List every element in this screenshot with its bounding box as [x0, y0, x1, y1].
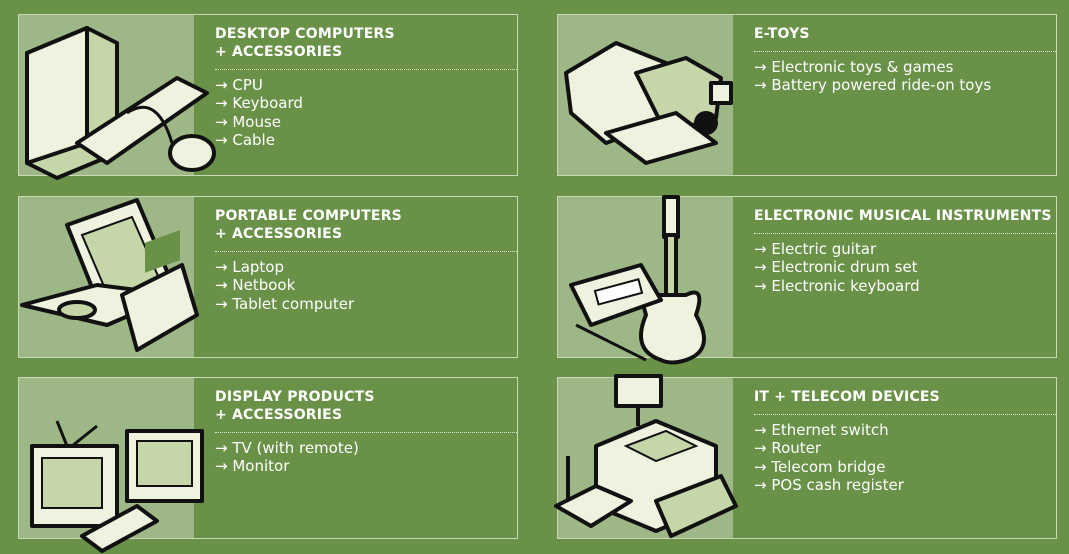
title-line: DESKTOP COMPUTERS [215, 26, 395, 42]
list-item: → Ethernet switch [754, 421, 1056, 439]
title-line: ELECTRONIC MUSICAL INSTRUMENTS [754, 208, 1052, 224]
item-label: Keyboard [232, 94, 303, 113]
item-label: Router [771, 439, 822, 458]
illustration [558, 195, 733, 365]
item-label: Laptop [232, 258, 285, 276]
arrow-icon: → [754, 76, 767, 95]
category-panel: DESKTOP COMPUTERS+ ACCESSORIES→ CPU→ Key… [18, 14, 518, 180]
arrow-icon: → [215, 258, 228, 276]
arrow-icon: → [754, 457, 767, 476]
item-label: CPU [232, 76, 263, 94]
guitar-icon [569, 195, 706, 365]
item-label: Telecom bridge [771, 457, 886, 476]
illustration [558, 15, 733, 175]
arrow-icon: → [754, 421, 767, 439]
arrow-icon: → [215, 276, 228, 295]
title-line: + ACCESSORIES [215, 407, 343, 423]
panel-text: IT + TELECOM DEVICES→ Ethernet switch→ R… [754, 388, 1056, 494]
list-item: → Electric guitar [754, 240, 1056, 258]
arrow-icon: → [215, 439, 228, 457]
laptop-icon [20, 198, 199, 352]
item-label: Battery powered ride-on toys [771, 76, 992, 95]
illustration [19, 15, 216, 180]
item-label: TV (with remote) [232, 439, 359, 457]
panel-text: DISPLAY PRODUCTS + ACCESSORIES → TV (with … [215, 388, 517, 476]
list-item: → Keyboard [215, 94, 517, 112]
dotted-divider [754, 51, 1056, 52]
list-item: → TV (with remote) [215, 439, 517, 457]
item-label: Ethernet switch [771, 421, 889, 439]
list-item: → CPU [215, 76, 517, 94]
panel-text: PORTABLE COMPUTERS+ ACCESSORIES→ Laptop→… [215, 207, 517, 313]
dotted-divider [215, 432, 517, 433]
item-label: Netbook [232, 276, 296, 295]
list-item: → Laptop [215, 258, 517, 276]
dotted-divider [215, 251, 517, 252]
list-item: → Telecom bridge [754, 458, 1056, 476]
item-label: Electronic toys & games [771, 58, 954, 76]
panel-title: IT + TELECOM DEVICES [754, 388, 1056, 406]
item-label: Electronic keyboard [771, 276, 920, 295]
panel-text: E-TOYS → Electronic toys & games→ Battery… [754, 25, 1056, 95]
illustration [554, 374, 738, 538]
title-line: + ACCESSORIES [215, 226, 343, 242]
illustration [19, 197, 199, 357]
arrow-icon: → [754, 240, 767, 258]
cash-register-icon [554, 374, 738, 538]
dotted-divider [754, 414, 1056, 415]
list-item: → Electronic drum set [754, 258, 1056, 276]
title-line: IT + TELECOM DEVICES [754, 389, 940, 405]
arrow-icon: → [215, 130, 228, 149]
arrow-icon: → [215, 112, 228, 131]
category-panel: E-TOYS → Electronic toys & games→ Battery… [557, 14, 1057, 176]
toy-car-icon [564, 41, 733, 165]
arrow-icon: → [215, 294, 228, 313]
illustration [19, 378, 204, 553]
title-line: PORTABLE COMPUTERS [215, 208, 402, 224]
category-panel: ELECTRONIC MUSICAL INSTRUMENTS → Electric… [557, 195, 1057, 365]
dotted-divider [754, 233, 1056, 234]
panel-text: DESKTOP COMPUTERS+ ACCESSORIES→ CPU→ Key… [215, 25, 517, 149]
category-panel: DISPLAY PRODUCTS + ACCESSORIES → TV (with … [18, 377, 518, 553]
list-item: → Netbook [215, 276, 517, 294]
panel-title: DESKTOP COMPUTERS + ACCESSORIES [215, 25, 517, 61]
arrow-icon: → [215, 76, 228, 94]
item-label: Electric guitar [771, 240, 877, 258]
item-label: POS cash register [771, 475, 904, 494]
arrow-icon: → [754, 258, 767, 277]
list-item: → Electronic toys & games [754, 58, 1056, 76]
list-item: → Tablet computer [215, 295, 517, 313]
list-item: → Mouse [215, 113, 517, 131]
item-label: Electronic drum set [771, 258, 918, 277]
tv-icon [30, 420, 204, 553]
arrow-icon: → [215, 94, 228, 113]
panel-text: ELECTRONIC MUSICAL INSTRUMENTS → Electric… [754, 207, 1056, 295]
list-item: → Cable [215, 131, 517, 149]
desktop-computer-icon [25, 26, 216, 180]
panel-title: E-TOYS [754, 25, 1056, 43]
arrow-icon: → [754, 58, 767, 76]
panel-title: PORTABLE COMPUTERS + ACCESSORIES [215, 207, 517, 243]
list-item: → Router [754, 439, 1056, 457]
list-item: → Battery powered ride-on toys [754, 76, 1056, 94]
arrow-icon: → [215, 457, 228, 476]
item-label: Tablet computer [232, 294, 355, 313]
title-line: E-TOYS [754, 26, 810, 42]
arrow-icon: → [754, 475, 767, 494]
panel-title: ELECTRONIC MUSICAL INSTRUMENTS [754, 207, 1056, 225]
list-item: → Electronic keyboard [754, 277, 1056, 295]
category-panel: IT + TELECOM DEVICES→ Ethernet switch→ R… [554, 374, 1057, 539]
arrow-icon: → [754, 439, 767, 458]
title-line: + ACCESSORIES [215, 44, 343, 60]
panel-title: DISPLAY PRODUCTS + ACCESSORIES [215, 388, 517, 424]
list-item: → POS cash register [754, 476, 1056, 494]
list-item: → Monitor [215, 457, 517, 475]
category-panel: PORTABLE COMPUTERS+ ACCESSORIES→ Laptop→… [18, 196, 518, 358]
arrow-icon: → [754, 276, 767, 295]
item-label: Mouse [232, 112, 282, 131]
title-line: DISPLAY PRODUCTS [215, 389, 375, 405]
dotted-divider [215, 69, 517, 70]
item-label: Monitor [232, 457, 290, 476]
item-label: Cable [232, 130, 275, 149]
